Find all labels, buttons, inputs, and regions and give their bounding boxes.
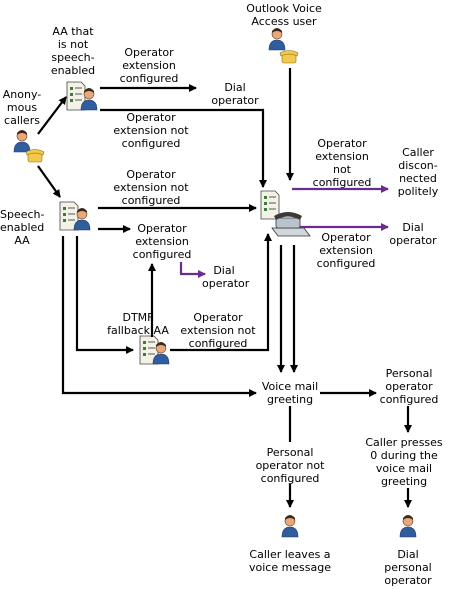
label-outlook-user: Outlook Voice Access user [246, 2, 322, 28]
voice-server-icon [260, 190, 311, 237]
flow-arrows [37, 68, 412, 508]
label-caller-disconnected: Caller discon- nected politely [397, 146, 439, 198]
label-op-ext-conf-mid: Operator extension configured [132, 222, 192, 261]
aa-not-speech-icon [66, 81, 98, 111]
label-caller-presses-0: Caller presses 0 during the voice mail g… [365, 436, 443, 488]
speech-aa-icon [59, 201, 91, 231]
arrow-aa-to-server [100, 108, 267, 188]
personal-op-person-icon [399, 514, 417, 538]
dtmf-aa-icon [139, 335, 170, 365]
outlook-user-icon [268, 27, 299, 64]
arrow-dtmf-to-server [170, 233, 272, 352]
label-dial-personal-operator: Dial personal operator [384, 548, 432, 587]
arrow-op-conf-dial-mid [179, 262, 206, 278]
label-anonymous-callers: Anony- mous callers [2, 88, 42, 127]
label-aa-not-speech: AA that is not speech- enabled [50, 25, 96, 77]
label-op-ext-not-conf-right: Operator extension not configured [312, 137, 372, 189]
arrow-speech-to-vm [61, 236, 257, 397]
label-op-ext-not-conf-dtmf: Operator extension not configured [180, 311, 256, 350]
label-caller-leaves-message: Caller leaves a voice message [248, 548, 332, 574]
label-voice-mail-greeting: Voice mail greeting [261, 380, 319, 406]
label-personal-op-not-conf: Personal operator not configured [255, 446, 325, 485]
leave-msg-person-icon [281, 514, 299, 538]
label-op-ext-conf-right: Operator extension configured [316, 231, 376, 270]
label-op-ext-not-conf-2: Operator extension not configured [113, 168, 189, 207]
label-dtmf-fallback-aa: DTMF fallback AA [107, 311, 169, 337]
arrow-anon-to-aa [37, 96, 67, 135]
anonymous-caller-icon [13, 129, 45, 163]
purple-arrows [179, 185, 389, 278]
label-dial-operator-top: Dial operator [211, 81, 259, 107]
label-personal-op-conf: Personal operator configured [379, 367, 439, 406]
label-dial-operator-right: Dial operator [389, 221, 437, 247]
arrow-anon-to-speech [37, 165, 61, 198]
label-op-ext-not-conf-1: Operator extension not configured [113, 111, 189, 150]
label-speech-enabled-aa: Speech- enabled AA [0, 208, 45, 247]
label-dial-operator-mid: Dial operator [202, 264, 250, 290]
label-op-ext-conf-top: Operator extension configured [119, 46, 179, 85]
arrow-speech-to-dtmf [75, 236, 134, 354]
